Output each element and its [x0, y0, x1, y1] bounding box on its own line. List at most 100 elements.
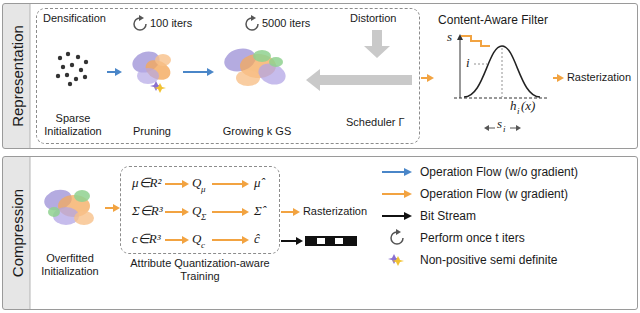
node-label: Rasterization: [300, 205, 370, 217]
quantization-arrows: [212, 183, 243, 185]
sparse-points: [83, 75, 87, 79]
gaussian-blob: [129, 48, 173, 84]
quantization-arrows: [165, 183, 183, 185]
sparse-points: [84, 60, 88, 64]
math-symbol: i: [517, 106, 520, 116]
math-symbol: s: [447, 30, 452, 45]
legend-text: Operation Flow (w/o gradient): [420, 165, 578, 179]
annotation: Scheduler Γ: [346, 116, 405, 129]
loop-icon: [134, 15, 146, 30]
sparse-points: [68, 82, 72, 86]
output-step: Rasterization: [564, 70, 634, 86]
math-symbol: μ∈R²: [132, 176, 161, 191]
stage-figure: Growing k GS: [214, 45, 300, 140]
legend-sample: [404, 212, 412, 220]
arrow-head: [115, 68, 122, 76]
math-symbol: i: [466, 56, 470, 71]
legend-text: Non-positive semi definite: [420, 253, 557, 267]
sparse-points: [56, 52, 88, 86]
arrow-head: [293, 208, 300, 216]
legend-sample: [382, 168, 412, 266]
filter-plot: [502, 48, 503, 97]
sparse-points: [58, 56, 62, 60]
sparse-points: [65, 73, 69, 77]
filter-plot: [488, 128, 495, 129]
filter-plot: [484, 125, 489, 131]
quantization-arrows: [242, 208, 249, 216]
annotation: Distortion: [350, 12, 396, 25]
flow-line: [105, 207, 114, 209]
filter-plot: [474, 64, 487, 65]
bitstream: [281, 236, 357, 246]
legend-sample: [404, 168, 412, 176]
legend-text: Perform once t iters: [420, 231, 525, 245]
legend-sample: [404, 190, 412, 198]
quantization-arrows: [165, 239, 183, 241]
legend-sample: [382, 193, 405, 195]
math-symbol: ĉ: [254, 232, 260, 247]
gaussian-blob: [137, 68, 159, 84]
math-symbol: Q: [192, 232, 201, 247]
loop-icon: [139, 15, 144, 21]
bitstream: [317, 238, 325, 244]
quantization-arrows: [182, 180, 189, 188]
gaussian-blob: [236, 70, 260, 86]
flow-line: [281, 211, 294, 213]
legend-sample: [382, 171, 405, 173]
math-symbol: Σ∈R³: [132, 204, 163, 219]
legend-sample: [388, 254, 404, 266]
node-label: Compression: [9, 189, 26, 277]
arrow-head: [557, 74, 564, 82]
sparse-points: [76, 55, 80, 59]
node-label: Content-Aware Filter: [434, 13, 552, 27]
sparse-points: [61, 65, 65, 69]
panel: CompressionOverfitted InitializationAttr…: [2, 156, 638, 310]
quantization-arrows: [242, 180, 249, 188]
panel-strip: [30, 157, 31, 309]
flow-arrow: [105, 204, 120, 212]
quantization-arrows: [182, 208, 189, 216]
quantization-arrows: [165, 211, 183, 213]
scheduler-arrow: [306, 69, 412, 91]
gaussian-blob: [48, 207, 60, 217]
quantization-arrows: [212, 239, 243, 241]
math-symbol: s: [497, 117, 502, 132]
flow-arrow: [107, 68, 122, 76]
sparse-points: [70, 63, 74, 67]
filter-plot: [461, 36, 490, 46]
math-symbol: h: [510, 99, 517, 114]
node-label: Sparse Initialization: [40, 112, 106, 138]
stage-figure: Pruning: [122, 45, 182, 140]
math-symbol: Q: [192, 204, 201, 219]
math-symbol: μ: [201, 184, 206, 194]
flow-line: [107, 71, 116, 73]
gaussian-blob: [253, 50, 271, 62]
node-label: Growing k GS: [214, 125, 300, 138]
math-symbol: (x): [521, 99, 535, 114]
scheduler-arrow: [306, 69, 412, 91]
gaussian-blob: [222, 45, 289, 88]
filter-plot: [460, 38, 461, 98]
stage-figure: Sparse Initialization: [40, 45, 106, 140]
math-symbol: c∈R³: [132, 232, 161, 247]
flow-arrow: [281, 208, 300, 216]
math-symbol: c: [201, 240, 205, 250]
gaussian-blob: [42, 187, 94, 225]
quantization-arrows: [165, 180, 249, 244]
gaussian-blob: [74, 211, 94, 225]
sparse-points: [74, 77, 78, 81]
sparse-points: [56, 74, 60, 78]
filter-plot: [454, 34, 548, 131]
quantization-arrows: [182, 236, 189, 244]
filter-plot: [464, 46, 540, 97]
node-label: Densification: [43, 12, 106, 24]
flow-arrow: [183, 68, 214, 76]
arrow-head: [207, 68, 214, 76]
distortion-arrow: [364, 30, 390, 58]
bitstream: [296, 237, 303, 245]
gaussian-blob: [155, 54, 171, 66]
legend-sample: [396, 229, 401, 235]
panel: RepresentationDensificationSparse Initia…: [2, 3, 638, 149]
